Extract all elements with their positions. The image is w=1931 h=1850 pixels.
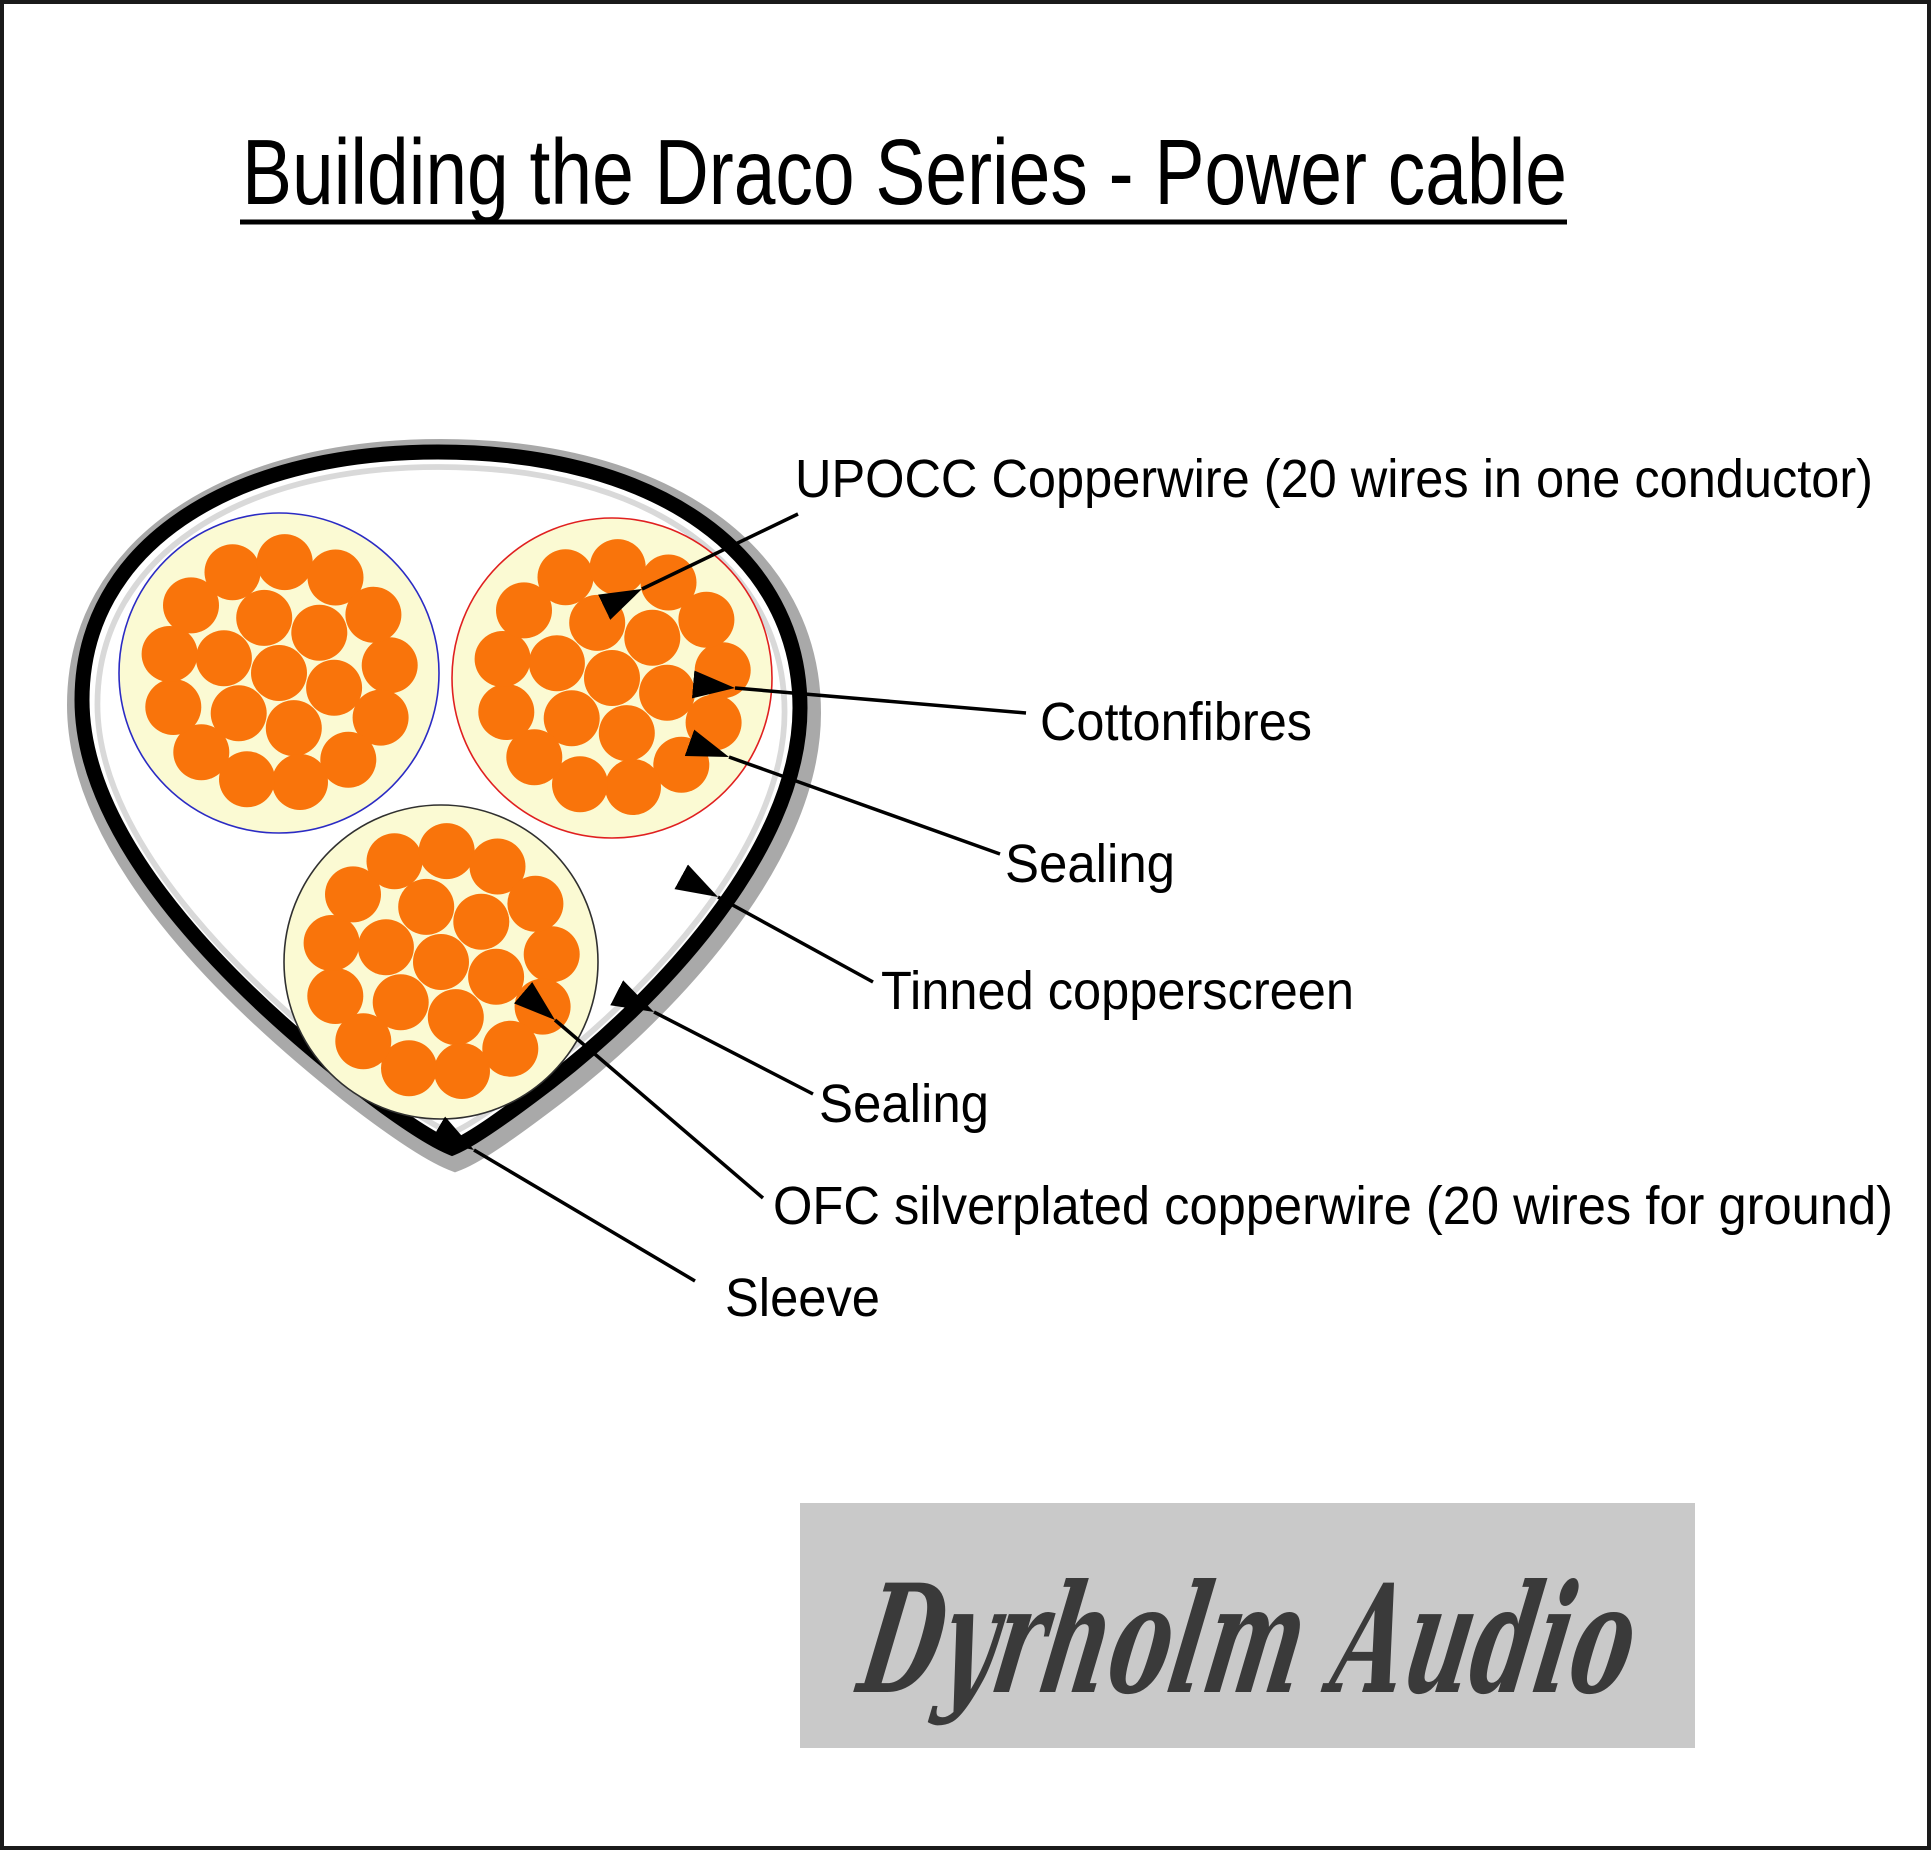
- copper-wire: [507, 875, 564, 932]
- arrow-cottonfibres: [691, 670, 1027, 715]
- conductor-bundle-right: [451, 517, 773, 839]
- copper-wire: [291, 604, 348, 661]
- arrow-upocc-copperwire: [598, 512, 799, 620]
- copper-wire: [569, 594, 626, 651]
- copper-wire: [335, 1013, 392, 1070]
- label-sealing-inner: Sealing: [1005, 834, 1175, 894]
- cable-cross-section: [66, 438, 822, 1173]
- callout-arrows: [430, 512, 1027, 1283]
- label-cottonfibres: Cottonfibres: [1040, 692, 1312, 752]
- copper-wire: [352, 689, 409, 746]
- copper-wire: [506, 729, 563, 786]
- copper-wire: [589, 539, 646, 596]
- copper-wire: [210, 685, 267, 742]
- copper-wire: [418, 823, 475, 880]
- copper-wire: [552, 756, 608, 813]
- copper-wire: [163, 577, 219, 634]
- conductor-bundle-bottom: [283, 804, 599, 1120]
- copper-wire: [173, 724, 230, 781]
- label-sleeve: Sleeve: [725, 1268, 880, 1328]
- label-ofc-copperwire: OFC silverplated copperwire (20 wires fo…: [773, 1176, 1893, 1236]
- arrow-sealing-inner: [684, 729, 1001, 856]
- label-sealing-outer: Sealing: [819, 1074, 989, 1134]
- label-upocc-copperwire: UPOCC Copperwire (20 wires in one conduc…: [795, 449, 1873, 509]
- brand-logo-text: Dyrholm Audio: [847, 1551, 1651, 1728]
- copper-wire: [307, 968, 364, 1024]
- copper-wire: [204, 544, 261, 601]
- copper-wire: [303, 915, 360, 971]
- arrow-ofc-copperwire: [513, 982, 765, 1200]
- copper-wire: [482, 1020, 539, 1077]
- copper-wire: [474, 631, 531, 687]
- copper-wire: [381, 1040, 437, 1097]
- copper-wire: [523, 926, 580, 983]
- copper-wire: [639, 664, 696, 721]
- copper-wire: [357, 919, 414, 976]
- copper-wire: [468, 948, 525, 1005]
- copper-wire: [325, 866, 381, 923]
- copper-wire: [434, 1043, 490, 1099]
- copper-wire: [653, 736, 710, 793]
- copper-wire: [478, 684, 535, 740]
- copper-wire: [361, 637, 418, 694]
- copper-wire: [584, 650, 640, 706]
- copper-wire: [320, 731, 377, 788]
- copper-wire: [678, 591, 735, 648]
- copper-wire: [272, 754, 328, 810]
- copper-wire: [366, 833, 423, 890]
- page-title: Building the Draco Series - Power cable: [242, 120, 1567, 224]
- callout-labels: UPOCC Copperwire (20 wires in one conduc…: [725, 449, 1893, 1328]
- label-tinned-copperscreen: Tinned copperscreen: [881, 961, 1354, 1021]
- brand-logo: Dyrholm Audio: [800, 1503, 1695, 1748]
- copper-wire: [141, 626, 198, 682]
- copper-wire: [145, 679, 202, 735]
- copper-wire: [453, 893, 510, 950]
- copper-wire: [345, 586, 402, 643]
- copper-wire: [469, 838, 526, 895]
- copper-wire: [543, 690, 600, 747]
- copper-wire: [398, 878, 455, 935]
- copper-wire: [372, 974, 429, 1031]
- copper-wire: [427, 989, 484, 1046]
- copper-wire: [605, 759, 661, 815]
- copper-wire: [256, 534, 313, 591]
- copper-wire: [598, 705, 655, 762]
- copper-wire: [251, 645, 307, 701]
- copper-wire: [195, 630, 252, 687]
- copper-wire: [624, 609, 681, 666]
- copper-wire: [528, 635, 585, 692]
- copper-wire: [306, 659, 363, 716]
- copper-wire: [219, 751, 275, 808]
- copper-wire: [413, 934, 469, 990]
- brand-logo-box: [800, 1503, 1695, 1748]
- copper-wire: [236, 589, 293, 646]
- arrow-sealing-outer: [610, 980, 814, 1096]
- conductor-bundles: [118, 512, 773, 1120]
- conductor-bundle-left: [118, 512, 440, 834]
- copper-wire: [307, 549, 364, 606]
- copper-wire: [496, 582, 552, 639]
- arrow-sleeve: [430, 1116, 696, 1283]
- arrow-tinned-copperscreen: [674, 864, 874, 984]
- copper-wire: [537, 549, 594, 606]
- copper-wire: [265, 700, 322, 757]
